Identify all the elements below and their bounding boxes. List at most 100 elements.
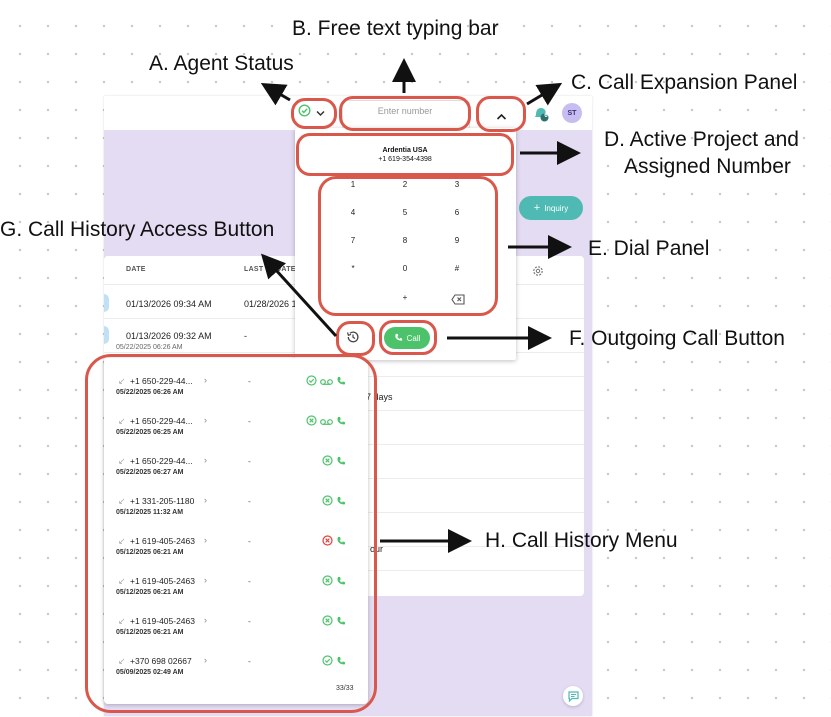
chevron-right-icon[interactable]: › bbox=[204, 655, 207, 665]
plus-icon: + bbox=[533, 202, 541, 214]
dial-key-star[interactable]: * bbox=[351, 264, 355, 273]
history-duration: - bbox=[248, 616, 251, 626]
chevron-right-icon[interactable]: › bbox=[204, 455, 207, 465]
history-date: 05/12/2025 11:32 AM bbox=[116, 509, 184, 516]
dial-key-2[interactable]: 2 bbox=[402, 180, 408, 189]
history-actions bbox=[322, 573, 346, 591]
history-date: 05/12/2025 06:21 AM bbox=[116, 549, 184, 556]
history-number: +1 619-405-2463 bbox=[130, 536, 195, 546]
history-actions bbox=[322, 613, 346, 631]
dial-key-9[interactable]: 9 bbox=[454, 236, 460, 245]
history-row[interactable]: ↙+1 619-405-2463›05/12/2025 06:21 AM- bbox=[104, 572, 368, 612]
history-row[interactable]: ↙+1 650-229-44...›05/22/2025 06:27 AM- bbox=[104, 452, 368, 492]
project-name: Ardentia USA bbox=[382, 147, 428, 154]
history-duration: - bbox=[248, 376, 251, 386]
history-pagination: 33/33 bbox=[336, 685, 354, 692]
history-row[interactable]: ↙+1 650-229-44...›05/22/2025 06:25 AM- bbox=[104, 412, 368, 452]
outgoing-arrow-icon: ↙ bbox=[118, 616, 126, 626]
history-actions bbox=[322, 653, 346, 671]
history-row[interactable]: ↙ +1 619-405-2463 › 05/12/2025 06:21 AM - bbox=[104, 612, 368, 652]
highlight-project bbox=[296, 133, 514, 176]
table-cell: 01/13/2026 09:34 AM bbox=[126, 299, 212, 309]
outgoing-arrow-icon: ↙ bbox=[118, 576, 126, 586]
history-duration: - bbox=[248, 456, 251, 466]
chat-icon[interactable] bbox=[563, 686, 583, 706]
history-number: +1 650-229-44... bbox=[130, 376, 193, 386]
inquiry-button[interactable]: + Inquiry bbox=[519, 196, 583, 220]
table-cell: 01/28/2026 1 bbox=[244, 299, 297, 309]
table-cell-partial: 05/22/2025 06:26 AM bbox=[116, 344, 183, 351]
settings-icon[interactable] bbox=[532, 264, 544, 282]
annotation-call-expansion: C. Call Expansion Panel bbox=[571, 71, 798, 94]
outgoing-arrow-icon: ↙ bbox=[118, 416, 126, 426]
history-row[interactable]: ↙+370 698 02667›05/09/2025 02:49 AM- bbox=[104, 652, 368, 692]
highlight-call-button bbox=[379, 320, 437, 355]
annotation-history-button: G. Call History Access Button bbox=[0, 218, 275, 241]
dial-key-3[interactable]: 3 bbox=[454, 180, 460, 189]
notification-bell-icon[interactable] bbox=[531, 103, 551, 128]
inquiry-label: Inquiry bbox=[544, 203, 569, 213]
phone-icon[interactable] bbox=[336, 493, 346, 511]
number-input[interactable] bbox=[342, 100, 470, 130]
history-actions bbox=[322, 453, 346, 471]
history-actions bbox=[322, 533, 346, 551]
phone-icon[interactable] bbox=[336, 533, 346, 551]
backspace-icon[interactable] bbox=[451, 292, 465, 310]
annotation-active-project-line1: D. Active Project and bbox=[604, 128, 799, 151]
status-icon bbox=[322, 493, 333, 511]
voicemail-icon[interactable] bbox=[320, 413, 333, 431]
history-row[interactable]: ↙+1 650-229-44...›05/22/2025 06:26 AM- bbox=[104, 372, 368, 412]
history-duration: - bbox=[248, 576, 251, 586]
dial-key-8[interactable]: 8 bbox=[402, 236, 408, 245]
dial-key-6[interactable]: 6 bbox=[454, 208, 460, 217]
dial-key-7[interactable]: 7 bbox=[350, 236, 356, 245]
history-duration: - bbox=[248, 536, 251, 546]
number-input-placeholder: Enter number bbox=[377, 106, 433, 116]
table-cell-fragment: 7 days bbox=[366, 392, 393, 402]
chevron-down-icon bbox=[316, 104, 325, 122]
call-button[interactable]: Call bbox=[384, 327, 430, 349]
voicemail-icon[interactable] bbox=[320, 373, 333, 391]
phone-icon[interactable] bbox=[336, 453, 346, 471]
history-number: +1 619-405-2463 bbox=[130, 616, 195, 626]
phone-icon[interactable] bbox=[336, 573, 346, 591]
dial-key-4[interactable]: 4 bbox=[350, 208, 356, 217]
history-date: 05/12/2025 06:21 AM bbox=[116, 589, 184, 596]
outgoing-arrow-icon: ↙ bbox=[118, 456, 126, 466]
chevron-up-icon[interactable] bbox=[496, 108, 507, 126]
chevron-right-icon[interactable]: › bbox=[204, 415, 207, 425]
history-number: +1 331-205-1180 bbox=[130, 496, 195, 506]
annotation-dial-panel: E. Dial Panel bbox=[588, 237, 710, 260]
chevron-right-icon[interactable]: › bbox=[204, 375, 207, 385]
call-label: Call bbox=[406, 333, 421, 343]
phone-icon[interactable] bbox=[336, 653, 346, 671]
dial-key-plus[interactable]: + bbox=[402, 293, 408, 302]
history-row[interactable]: ↙+1 619-405-2463›05/12/2025 06:21 AM- bbox=[104, 532, 368, 572]
dial-key-1[interactable]: 1 bbox=[350, 180, 356, 189]
history-date: 05/12/2025 06:21 AM bbox=[116, 629, 184, 636]
highlight-expansion bbox=[476, 96, 526, 132]
dial-key-0[interactable]: 0 bbox=[402, 264, 408, 273]
highlight-agent-status bbox=[291, 98, 337, 129]
call-history-menu: ↙+1 650-229-44...›05/22/2025 06:26 AM-↙+… bbox=[104, 358, 368, 704]
column-header-date: DATE bbox=[126, 266, 146, 273]
history-number: +1 650-229-44... bbox=[130, 456, 193, 466]
highlight-history-menu bbox=[85, 354, 377, 713]
chevron-right-icon[interactable]: › bbox=[204, 575, 207, 585]
dial-key-hash[interactable]: # bbox=[454, 264, 460, 273]
chevron-right-icon[interactable]: › bbox=[204, 615, 207, 625]
status-icon bbox=[322, 613, 333, 631]
avatar[interactable]: ST bbox=[562, 103, 582, 123]
phone-icon[interactable] bbox=[336, 613, 346, 631]
status-icon bbox=[322, 653, 333, 671]
phone-icon[interactable] bbox=[336, 373, 346, 391]
chevron-right-icon[interactable]: › bbox=[204, 495, 207, 505]
annotation-active-project-line2: Assigned Number bbox=[624, 155, 791, 178]
chevron-right-icon[interactable]: › bbox=[204, 535, 207, 545]
phone-icon[interactable] bbox=[336, 413, 346, 431]
history-actions bbox=[306, 373, 346, 391]
dial-key-5[interactable]: 5 bbox=[402, 208, 408, 217]
history-row[interactable]: ↙+1 331-205-1180›05/12/2025 11:32 AM- bbox=[104, 492, 368, 532]
history-number: +1 650-229-44... bbox=[130, 416, 193, 426]
